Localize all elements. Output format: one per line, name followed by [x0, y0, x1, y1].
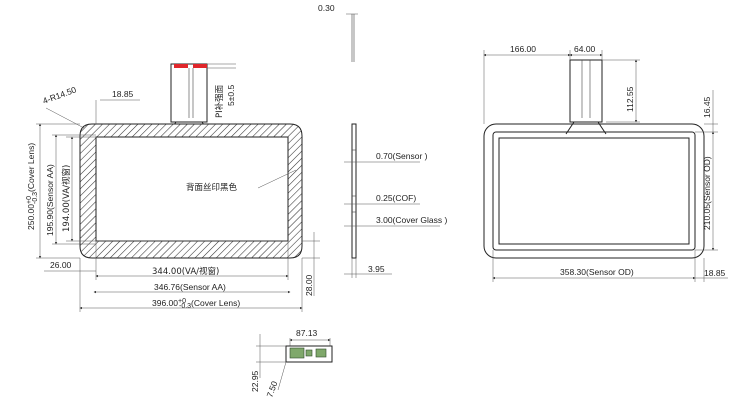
fpc-detail: 87.13 22.95 7.50 — [250, 328, 333, 399]
dim-va-height: 194.00(VA/视窗) — [61, 165, 72, 232]
fpc-chip — [289, 347, 305, 359]
dim-va-width: 344.00(VA/视窗) — [152, 266, 219, 277]
rear-view: 166.00 64.00 112.55 16.45 210.05(Sensor … — [483, 44, 728, 282]
side-sensor: 0.70(Sensor ) — [376, 151, 428, 161]
dim-radius: 4-R14.50 — [41, 84, 78, 105]
connector-red-left — [174, 64, 188, 68]
fpc-dim-height: 22.95 — [250, 370, 260, 392]
pi-thickness-label: 5±0.5 — [226, 85, 236, 106]
rear-dim-sensor-od-width: 358.30(Sensor OD) — [560, 267, 634, 277]
front-bottom-dims: 26.00 344.00(VA/视窗) 346.76(Sensor AA) 39… — [44, 232, 320, 312]
fpc-board-outline — [285, 345, 333, 363]
side-cof: 0.25(COF) — [376, 193, 416, 203]
dim-sensor-aa-height: 195.90(Sensor AA) — [45, 164, 55, 236]
dim-tail-offset: 18.85 — [112, 89, 134, 99]
dim-cover-height: 250.00+0-0.3(Cover Lens) — [26, 143, 39, 230]
rear-tail — [569, 59, 603, 123]
rear-cover-outline — [483, 123, 705, 259]
viewing-area — [95, 136, 289, 242]
rear-viewing-area — [498, 137, 690, 245]
dim-sensor-aa-width: 346.76(Sensor AA) — [154, 282, 226, 292]
rear-dim-tail-left: 166.00 — [510, 44, 536, 54]
side-cover-glass: 3.00(Cover Glass ) — [376, 215, 447, 225]
rear-dim-tail-height: 112.55 — [625, 86, 635, 112]
rear-dim-tail-width: 64.00 — [574, 44, 596, 54]
pi-stiffener-label: PI补强面 — [214, 84, 225, 118]
side-stack — [351, 123, 357, 259]
front-left-dims: 250.00+0-0.3(Cover Lens) 195.90(Sensor A… — [26, 123, 96, 259]
side-dim-top: 0.30 — [318, 3, 335, 13]
side-dim-bottom: 3.95 — [368, 264, 385, 274]
dim-left-offset: 26.00 — [50, 260, 72, 270]
back-print-note: 背面丝印黑色 — [186, 182, 238, 193]
front-tail — [167, 63, 211, 135]
rear-dim-sensor-od-height: 210.05(Sensor OD) — [702, 156, 712, 230]
rear-dim-top-right: 16.45 — [702, 96, 712, 118]
rear-sensor-outline — [492, 131, 696, 251]
dim-bottom-right: 28.00 — [304, 274, 314, 296]
side-view: 0.30 0.70(Sensor ) 0.25(COF) 3.00(Cover … — [318, 3, 447, 278]
rear-dim-bottom-right: 18.85 — [704, 268, 726, 278]
fpc-dim-angle: 7.50 — [264, 379, 279, 398]
connector-red-right — [193, 64, 207, 68]
front-view: 250.00+0-0.3(Cover Lens) 195.90(Sensor A… — [26, 63, 320, 312]
dim-cover-width: 396.00+0-0.3(Cover Lens) — [152, 298, 240, 310]
fpc-dim-width: 87.13 — [296, 328, 318, 338]
